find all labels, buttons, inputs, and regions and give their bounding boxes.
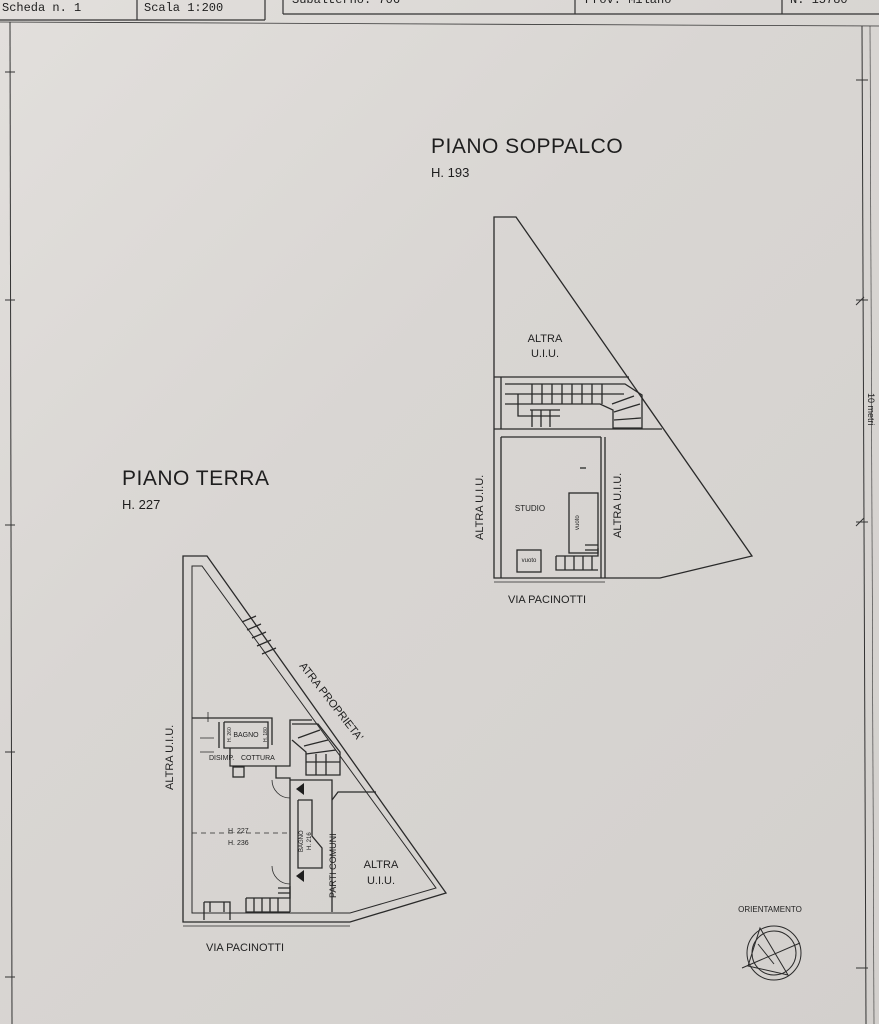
terra-plan — [182, 555, 448, 927]
soppalco-vuoto-1: vuoto — [575, 515, 581, 530]
header-scheda: Scheda n. 1 — [2, 1, 82, 15]
scale-bar-label: 10 metri — [866, 393, 876, 426]
soppalco-altra-uiu-left: ALTRA U.I.U. — [474, 475, 486, 540]
terra-title: PIANO TERRA — [122, 467, 270, 490]
terra-altra-uiu-right-2: U.I.U. — [367, 875, 395, 887]
soppalco-title: PIANO SOPPALCO — [431, 135, 624, 158]
compass-icon — [741, 925, 802, 981]
header-scala: Scala 1:200 — [144, 1, 224, 15]
orientation-label: ORIENTAMENTO — [738, 905, 802, 914]
terra-disimp: DISIMP. — [209, 755, 234, 762]
terra-altra-uiu-right-1: ALTRA — [364, 859, 399, 871]
soppalco-studio: STUDIO — [515, 504, 545, 513]
terra-h180: H. 180 — [263, 727, 269, 742]
soppalco-altra-uiu-top-1: ALTRA — [528, 333, 563, 345]
terra-altra-uiu-left: ALTRA U.I.U. — [164, 725, 176, 790]
soppalco-altra-uiu-right: ALTRA U.I.U. — [612, 473, 624, 538]
header-provincia: Prov. Milano — [585, 0, 672, 7]
terra-h216: H. 216 — [307, 832, 313, 850]
terra-cottura: COTTURA — [241, 755, 275, 762]
terra-h227: H. 227 — [228, 828, 249, 835]
header-numero: N. 15780 — [790, 0, 848, 7]
terra-parti-comuni: PARTI COMUNI — [328, 833, 338, 898]
terra-height: H. 227 — [122, 497, 161, 512]
terra-street: VIA PACINOTTI — [206, 942, 284, 954]
sheet-frame — [5, 21, 875, 1024]
terra-h236: H. 236 — [228, 840, 249, 847]
header-frame — [0, 0, 879, 27]
soppalco-vuoto-2: vuoto — [522, 558, 537, 564]
terra-bagno-1: BAGNO — [233, 732, 259, 739]
terra-bagno-2: BAGNO — [299, 830, 305, 852]
soppalco-altra-uiu-top-2: U.I.U. — [531, 348, 559, 360]
header-subalterno: Subalterno: 706 — [292, 0, 401, 7]
soppalco-street: VIA PACINOTTI — [508, 594, 586, 606]
soppalco-height: H. 193 — [431, 165, 470, 180]
soppalco-plan — [493, 216, 754, 583]
terra-h260: H. 260 — [227, 727, 233, 742]
terra-arrows — [296, 783, 304, 882]
